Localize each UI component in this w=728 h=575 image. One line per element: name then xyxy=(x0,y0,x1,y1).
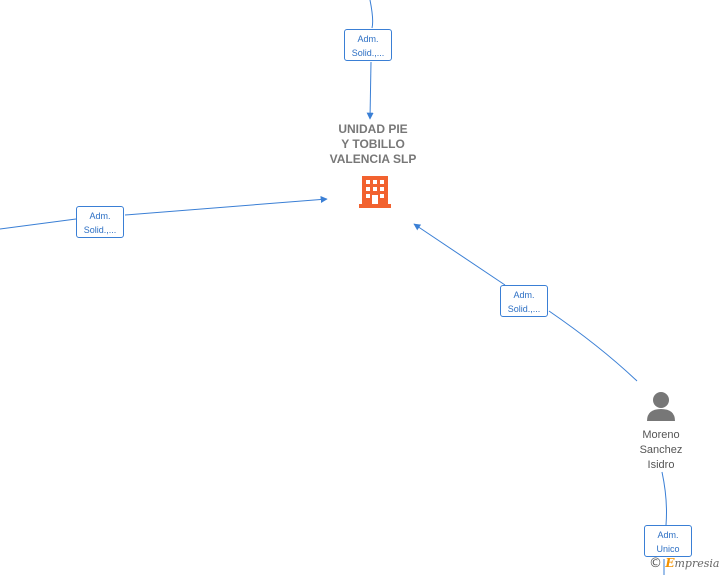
relation-label-left[interactable]: Adm. Solid.,... xyxy=(76,206,124,238)
edge-left-arrow xyxy=(124,196,328,216)
building-icon[interactable] xyxy=(359,174,391,208)
brand-initial: E xyxy=(665,556,675,570)
relation-label-bottom[interactable]: Adm. Unico xyxy=(644,525,692,557)
relation-label-right[interactable]: Adm. Solid.,... xyxy=(500,285,548,317)
person-icon[interactable] xyxy=(645,391,677,421)
edge-top xyxy=(369,0,374,29)
brand-logo: © Empresia xyxy=(649,556,719,572)
edge-bottom xyxy=(661,471,667,526)
brand-rest: mpresia xyxy=(674,557,720,570)
edge-right xyxy=(548,310,638,382)
edge-right-arrow xyxy=(413,223,506,286)
person-name[interactable]: Moreno Sanchez Isidro xyxy=(639,429,683,471)
relation-label-top[interactable]: Adm. Solid.,... xyxy=(344,29,392,61)
company-name[interactable]: UNIDAD PIE Y TOBILLO VALENCIA SLP xyxy=(329,122,417,166)
copyright-symbol: © xyxy=(649,556,662,571)
edge-top-arrow xyxy=(366,61,374,120)
edge-left xyxy=(0,218,77,230)
